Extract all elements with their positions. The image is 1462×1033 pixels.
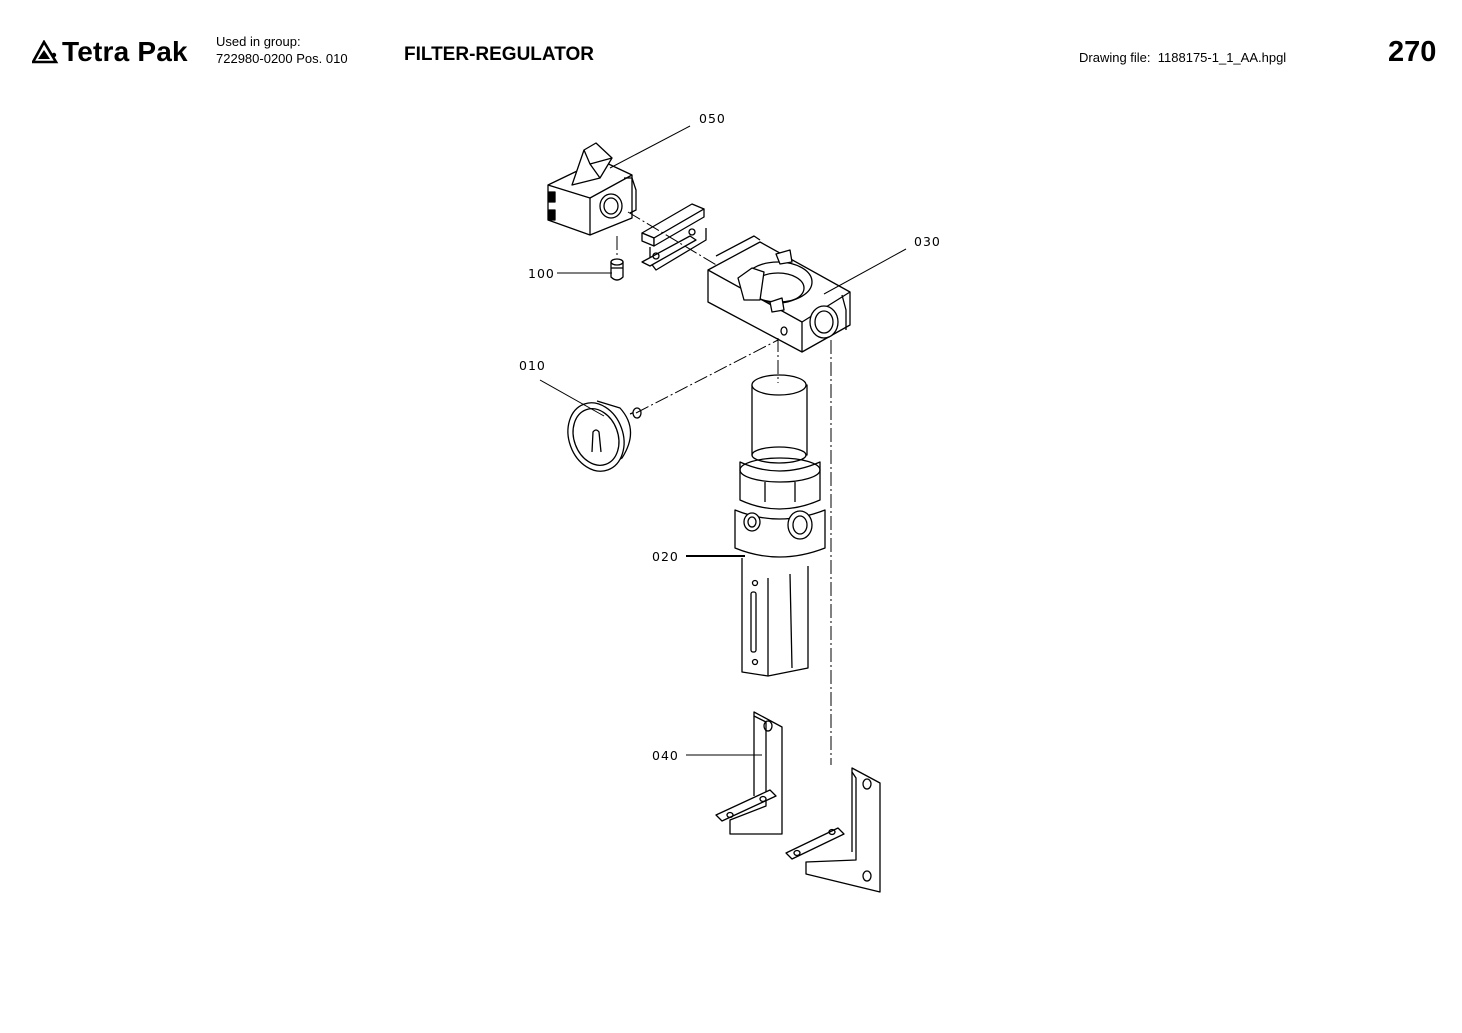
- part-040-bracket-left: [715, 711, 783, 835]
- page-number: 270: [1388, 36, 1437, 68]
- drawing-file-value: 1188175-1_1_AA.hpgl: [1157, 50, 1287, 65]
- callout-labels: 050 030 100 010 020 040: [519, 111, 941, 763]
- callout-leaders: [539, 125, 907, 756]
- callout-030: 030: [914, 234, 941, 249]
- callout-010: 010: [519, 358, 546, 373]
- callout-100: 100: [528, 266, 555, 281]
- callout-050: 050: [699, 111, 726, 126]
- used-in-value: 722980-0200 Pos. 010: [216, 51, 348, 66]
- page-title: FILTER-REGULATOR: [404, 44, 594, 65]
- used-in-label: Used in group:: [216, 34, 301, 49]
- drawing-file: Drawing file: 1188175-1_1_AA.hpgl: [1079, 50, 1286, 65]
- part-clip-strip: [641, 203, 707, 271]
- drawing-file-label: Drawing file:: [1079, 50, 1151, 65]
- part-020-filter-bowl: [734, 374, 826, 677]
- part-010-pressure-gauge: [567, 400, 642, 472]
- part-100-plug: [610, 258, 624, 281]
- brand-name: Tetra Pak: [62, 36, 188, 67]
- brand-logo: Tetra Pak: [32, 36, 188, 68]
- callout-020: 020: [652, 549, 679, 564]
- part-030-body-head: [707, 235, 851, 353]
- assembly-axes: [616, 211, 832, 765]
- part-050-knob-block: [547, 142, 637, 236]
- part-040-bracket-right: [785, 767, 881, 893]
- callout-040: 040: [652, 748, 679, 763]
- tetra-pak-logo-icon: [32, 40, 59, 64]
- used-in-group: Used in group: 722980-0200 Pos. 010: [216, 33, 348, 67]
